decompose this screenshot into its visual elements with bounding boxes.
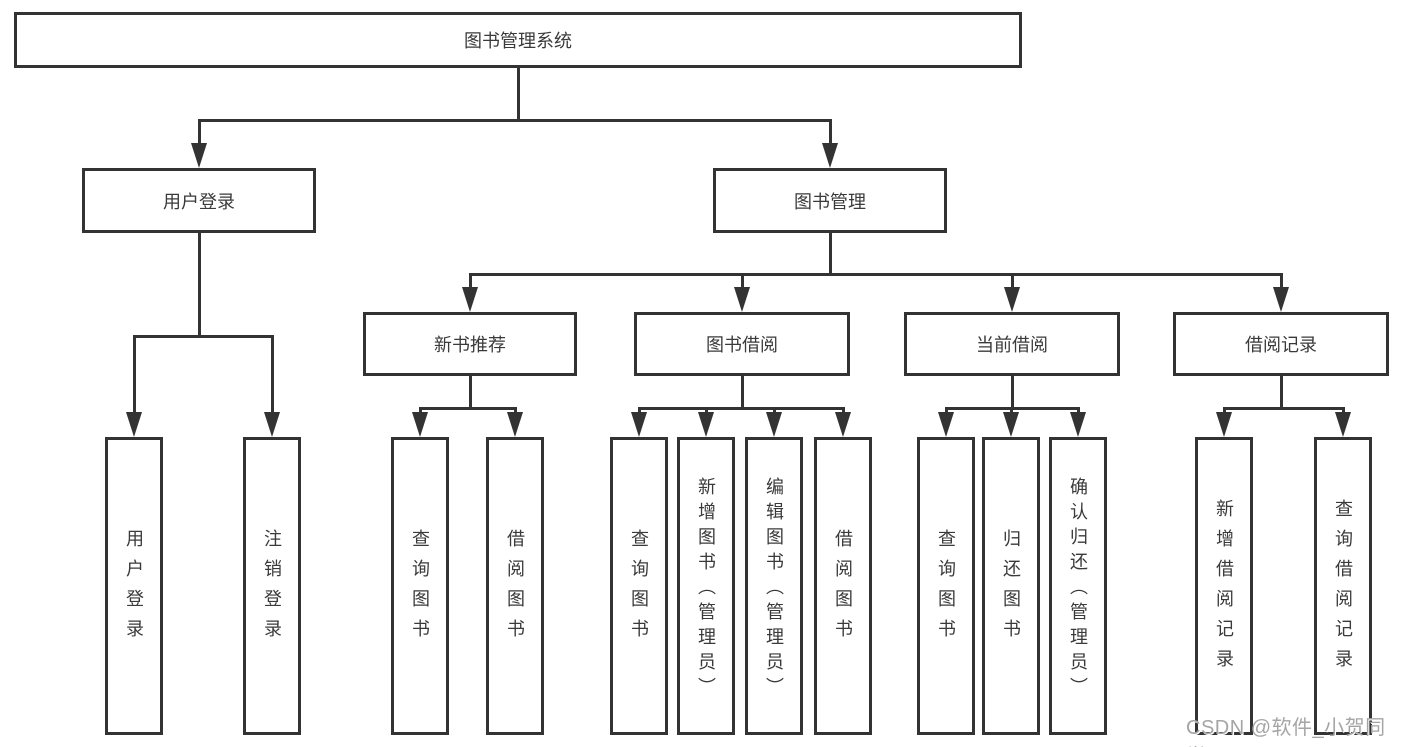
connector-book-mgmt-stem <box>829 119 832 145</box>
connector-records-down-stub <box>1280 376 1283 409</box>
leaf-borrowing-query-books: 查询图书 <box>610 437 668 735</box>
leaf-records-query-record: 查询借阅记录 <box>1314 437 1372 735</box>
connector-borrowing-leaf2-stem <box>705 407 708 415</box>
leaf-records-query-record-label: 查询借阅记录 <box>1333 499 1353 679</box>
connector-current-leaf2-stem <box>1010 407 1013 415</box>
connector-current-stem <box>1011 273 1014 289</box>
leaf-borrowing-add-books-admin: 新增图书（管理员） <box>677 437 735 735</box>
arrowhead-records-leaf1-icon <box>1216 412 1232 437</box>
connector-user-login-stem <box>198 119 201 145</box>
arrowhead-borrowing-leaf2-icon <box>698 412 714 437</box>
connector-records-leaf1-stem <box>1223 407 1226 415</box>
node-book-management: 图书管理 <box>713 168 947 233</box>
connector-level2-hline <box>469 273 1282 276</box>
arrowhead-user-login-icon <box>191 143 207 168</box>
node-new-book-recommend: 新书推荐 <box>363 312 577 376</box>
leaf-records-add-record-label: 新增借阅记录 <box>1214 499 1234 679</box>
connector-borrowing-down-stub <box>741 376 744 409</box>
leaf-user-login-label: 用户登录 <box>124 529 144 649</box>
connector-leaf-logout-stem <box>271 335 274 414</box>
connector-user-branch-hline <box>133 335 274 338</box>
connector-book-mgmt-down-stub <box>829 233 832 275</box>
arrowhead-leaf-user-login-icon <box>126 412 142 437</box>
leaf-current-query-books-label: 查询图书 <box>936 529 956 649</box>
leaf-current-confirm-return-admin-label: 确认归还（管理员） <box>1068 476 1088 702</box>
arrowhead-borrowing-leaf1-icon <box>631 412 647 437</box>
connector-leaf-user-login-stem <box>133 335 136 414</box>
arrowhead-book-mgmt-icon <box>822 143 838 168</box>
node-root: 图书管理系统 <box>14 12 1022 68</box>
arrowhead-recommend-leaf2-icon <box>507 412 523 437</box>
connector-recommend-leaf2-stem <box>514 407 517 415</box>
node-book-management-label: 图书管理 <box>794 191 866 212</box>
connector-level1-hline <box>198 119 831 122</box>
arrowhead-recommend-leaf1-icon <box>412 412 428 437</box>
connector-recommend-stem <box>469 273 472 289</box>
node-user-login-label: 用户登录 <box>163 191 235 212</box>
connector-borrowing-leaf4-stem <box>842 407 845 415</box>
connector-borrowing-stem <box>741 273 744 289</box>
connector-root-stub <box>517 68 520 122</box>
leaf-current-return-books-label: 归还图书 <box>1001 529 1021 649</box>
leaf-borrowing-query-books-label: 查询图书 <box>629 529 649 649</box>
connector-current-leaf3-stem <box>1077 407 1080 415</box>
leaf-logout-label: 注销登录 <box>262 529 282 649</box>
node-new-book-recommend-label: 新书推荐 <box>434 335 506 355</box>
arrowhead-current-icon <box>1004 287 1020 312</box>
leaf-borrowing-edit-books-admin-label: 编辑图书（管理员） <box>764 476 784 702</box>
leaf-recommend-borrow-books: 借阅图书 <box>486 437 544 735</box>
connector-current-leaf1-stem <box>945 407 948 415</box>
watermark: CSDN @软件_小贺同学 <box>1186 717 1386 747</box>
leaf-borrowing-borrow-books: 借阅图书 <box>814 437 872 735</box>
arrowhead-borrowing-leaf3-icon <box>766 412 782 437</box>
connector-recommend-hline <box>419 407 516 410</box>
node-root-label: 图书管理系统 <box>464 31 572 51</box>
arrowhead-current-leaf2-icon <box>1003 412 1019 437</box>
leaf-borrowing-borrow-books-label: 借阅图书 <box>833 529 853 649</box>
arrowhead-records-leaf2-icon <box>1335 412 1351 437</box>
leaf-borrowing-add-books-admin-label: 新增图书（管理员） <box>696 476 716 702</box>
connector-current-down-stub <box>1011 376 1014 409</box>
node-current-borrowing: 当前借阅 <box>904 312 1120 376</box>
leaf-recommend-borrow-books-label: 借阅图书 <box>505 529 525 649</box>
leaf-current-return-books: 归还图书 <box>982 437 1040 735</box>
leaf-borrowing-edit-books-admin: 编辑图书（管理员） <box>745 437 803 735</box>
connector-records-stem <box>1280 273 1283 289</box>
connector-borrowing-leaf3-stem <box>773 407 776 415</box>
node-book-borrowing-label: 图书借阅 <box>706 335 778 355</box>
connector-recommend-down-stub <box>469 376 472 409</box>
node-borrowing-records: 借阅记录 <box>1173 312 1389 376</box>
arrowhead-current-leaf1-icon <box>938 412 954 437</box>
arrowhead-borrowing-leaf4-icon <box>835 412 851 437</box>
arrowhead-records-icon <box>1273 287 1289 312</box>
leaf-current-query-books: 查询图书 <box>917 437 975 735</box>
leaf-current-confirm-return-admin: 确认归还（管理员） <box>1049 437 1107 735</box>
connector-borrowing-leaf1-stem <box>638 407 641 415</box>
arrowhead-recommend-icon <box>462 287 478 312</box>
connector-user-branch-stub <box>198 233 201 337</box>
arrowhead-borrowing-icon <box>734 287 750 312</box>
leaf-records-add-record: 新增借阅记录 <box>1195 437 1253 735</box>
arrowhead-leaf-logout-icon <box>264 412 280 437</box>
leaf-logout: 注销登录 <box>243 437 301 735</box>
node-book-borrowing: 图书借阅 <box>634 312 850 376</box>
connector-records-leaf2-stem <box>1342 407 1345 415</box>
connector-records-hline <box>1223 407 1344 410</box>
leaf-recommend-query-books-label: 查询图书 <box>410 529 430 649</box>
connector-borrowing-hline <box>638 407 844 410</box>
node-user-login: 用户登录 <box>82 168 316 233</box>
node-current-borrowing-label: 当前借阅 <box>976 335 1048 355</box>
connector-recommend-leaf1-stem <box>419 407 422 415</box>
node-borrowing-records-label: 借阅记录 <box>1245 335 1317 355</box>
leaf-recommend-query-books: 查询图书 <box>391 437 449 735</box>
leaf-user-login: 用户登录 <box>105 437 163 735</box>
arrowhead-current-leaf3-icon <box>1070 412 1086 437</box>
